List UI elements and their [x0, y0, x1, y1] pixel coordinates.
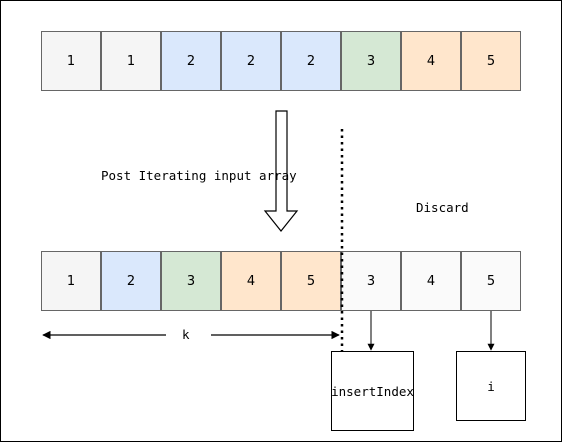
top-array-cell: 3 — [341, 31, 401, 91]
bottom-array-cell: 4 — [221, 251, 281, 311]
i-pointer-box: i — [456, 351, 526, 421]
transform-arrow — [263, 110, 299, 232]
insert-index-box: insertIndex — [331, 351, 414, 431]
post-iterating-label: Post Iterating input array — [101, 168, 297, 183]
bottom-array-cell: 5 — [461, 251, 521, 311]
top-array-cell: 2 — [161, 31, 221, 91]
top-array-cell: 1 — [101, 31, 161, 91]
top-array-cell: 1 — [41, 31, 101, 91]
bottom-array-cell: 4 — [401, 251, 461, 311]
top-array-cell: 4 — [401, 31, 461, 91]
bottom-array-cell: 3 — [161, 251, 221, 311]
bottom-array-cell: 1 — [41, 251, 101, 311]
bottom-array-cell: 5 — [281, 251, 341, 311]
bottom-array-cell: 2 — [101, 251, 161, 311]
top-array-cell: 5 — [461, 31, 521, 91]
k-label: k — [182, 327, 190, 342]
discard-label: Discard — [416, 200, 469, 215]
top-array-cell: 2 — [221, 31, 281, 91]
top-array-cell: 2 — [281, 31, 341, 91]
